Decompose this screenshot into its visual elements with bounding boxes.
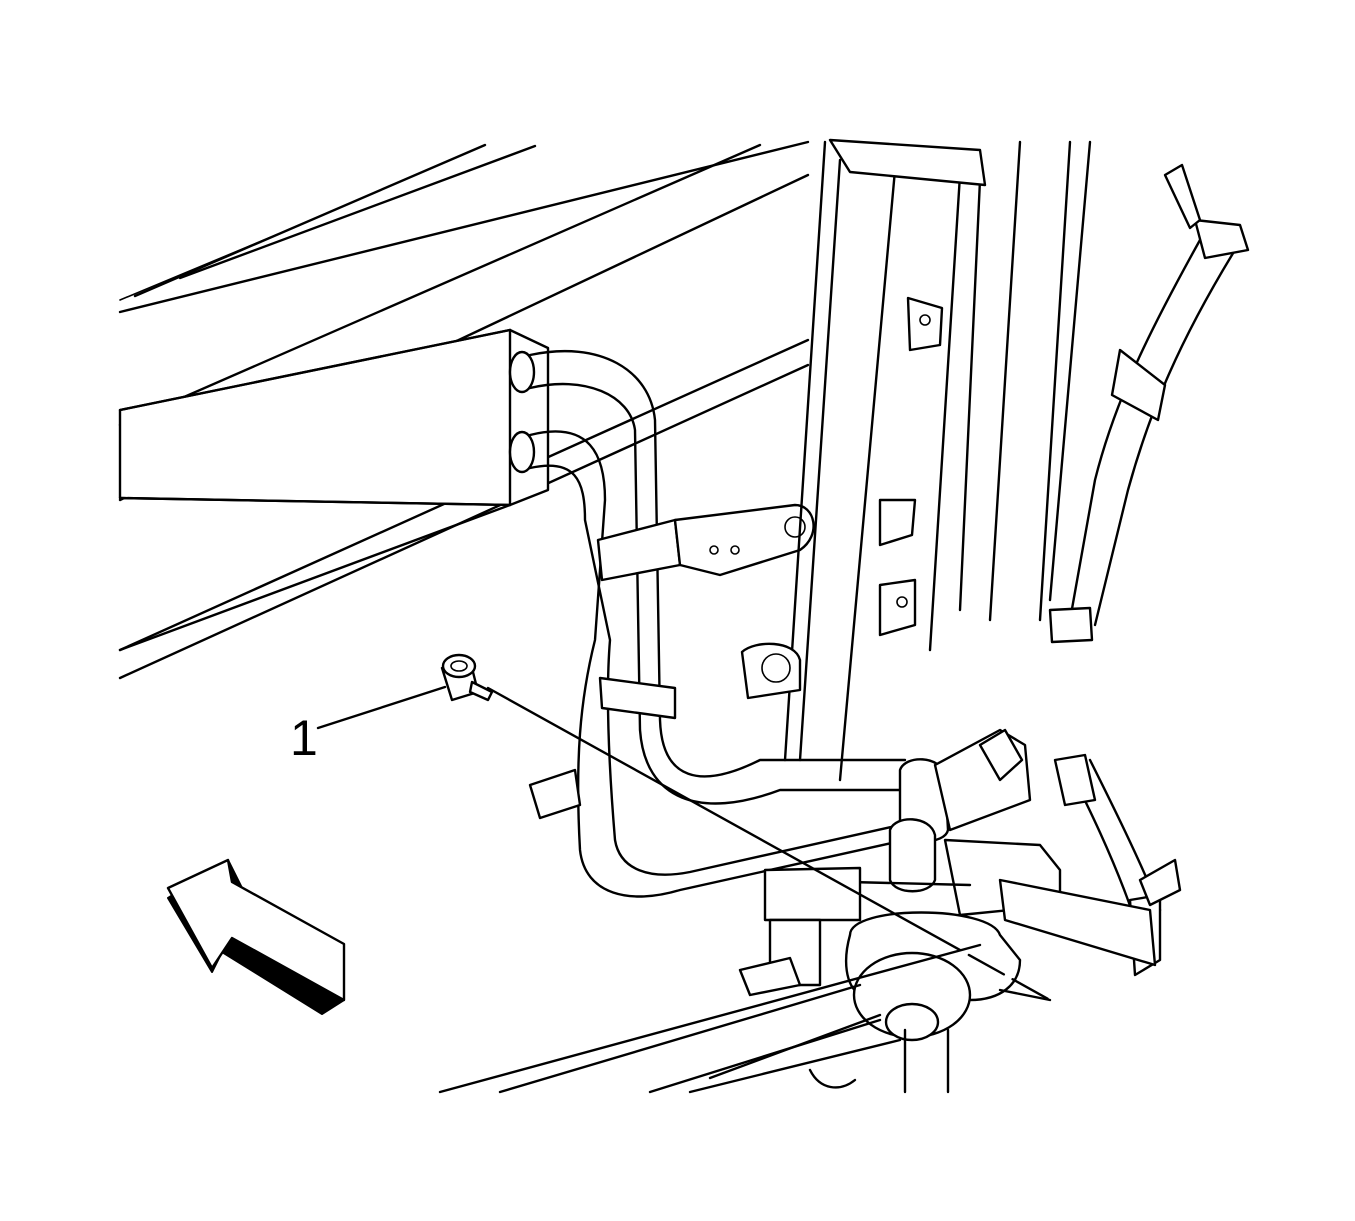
bolt-icon [440,653,494,702]
cooler-lines [528,350,907,898]
front-arrow-icon [166,858,346,1015]
oil-cooler [118,328,550,652]
hose [1048,163,1250,977]
valve-assembly [763,728,1157,987]
lower-mount [438,911,1052,1094]
leader-line [316,685,447,730]
callout-1: 1 [290,653,1052,1002]
frame-rail [740,138,1092,782]
callout-number: 1 [290,710,318,766]
installation-axis-line [486,686,1052,1002]
